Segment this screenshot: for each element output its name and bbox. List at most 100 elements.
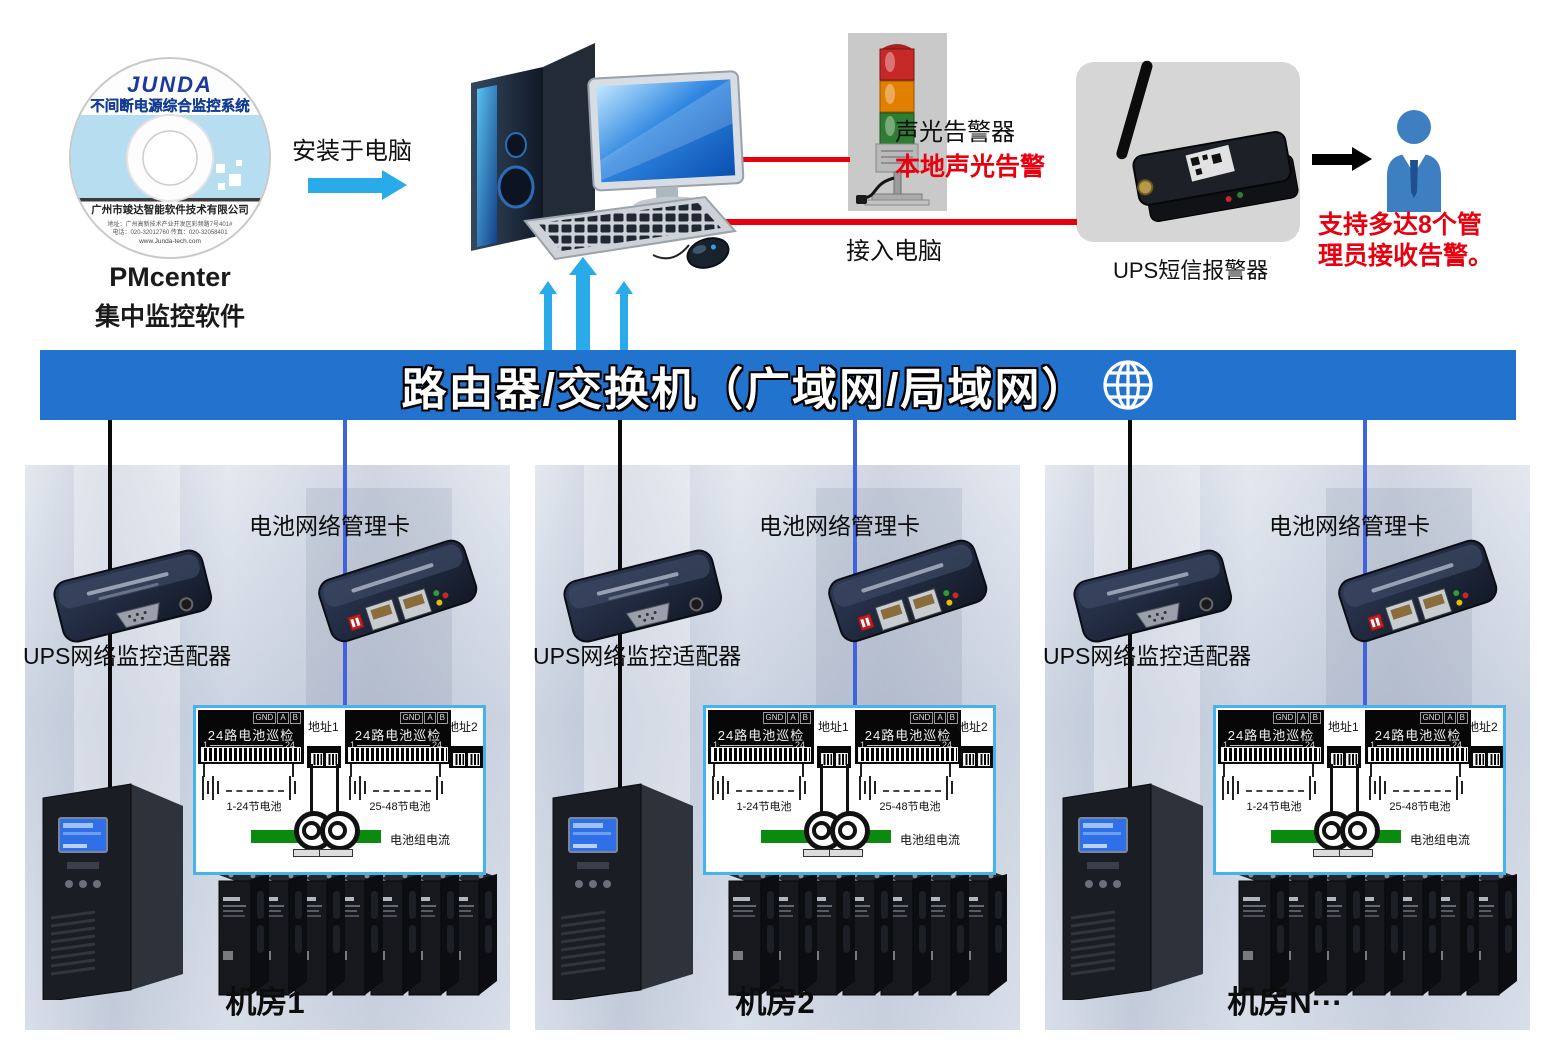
battery-current-label: 电池组电流 [1410,833,1471,847]
adapter-label: UPS网络监控适配器 [23,643,232,669]
current-transformer-icon [320,811,360,851]
local-alarm-label: 本地声光告警 [895,153,1046,181]
adapter-label: UPS网络监控适配器 [1043,643,1252,669]
company-website: www.Junda-tech.com [138,238,201,245]
product-name: PMcenter [109,262,231,292]
address-label-2: 地址2 [447,720,478,734]
ct-wire [1356,764,1359,816]
terminal-strip [201,747,301,762]
b-terminal: B [1456,712,1468,724]
battery-symbol [866,776,878,800]
room-label: 机房2 [735,985,815,1020]
terminal-strip [348,747,448,762]
ups-tower [42,783,183,1000]
bus-terminal-block [307,746,341,768]
product-description: 集中监控软件 [94,303,245,331]
battery-symbol [856,776,868,800]
gnd-terminal: GND [252,712,277,724]
alert-arrow-icon [1312,147,1372,171]
machine-room-panel: UPS网络监控适配器 电池网络管理卡 [533,420,1020,1030]
battery-symbol [1306,776,1318,800]
bus-terminal-block [1327,746,1361,768]
ups-tower [1062,783,1203,1000]
machine-rooms: UPS网络监控适配器 电池网络管理卡 [0,420,1558,1033]
a-terminal: A [934,712,946,724]
admin-note-line1: 支持多达8个管 [1318,211,1482,239]
banner-title: 路由器/交换机（广域网/局域网） [401,363,1089,415]
unit-title: 24路电池巡检 [207,728,295,743]
battery-current-label: 电池组电流 [900,833,961,847]
company-address: 地址：广州高新技术产业开发区彩频路7号401# [108,220,233,228]
address-label-2: 地址2 [1467,720,1498,734]
sms-alarm-device [1116,60,1299,222]
battery-network-card [318,539,478,643]
admin-note-line2: 理员接收告警。 [1318,242,1494,271]
battery-symbol [346,776,358,800]
gnd-terminal: GND [1419,712,1444,724]
ct-wire [310,764,313,816]
battery-symbol [356,776,368,800]
battery-range-label-1: 1-24节电池 [226,801,282,813]
unit-title: 24路电池巡检 [1374,728,1462,743]
ct-wire [820,764,823,816]
desktop-computer [471,43,745,269]
current-transformer-icon [1340,811,1380,851]
ups-network-adapter [563,549,723,643]
machine-room-panel: UPS网络监控适配器 电池网络管理卡 [23,420,510,1030]
bus-terminal-block [1469,746,1503,768]
junda-logo: JUNDA [127,72,213,97]
software-caption: PMcenter 集中监控软件 [62,262,278,333]
battery-current-label: 电池组电流 [390,833,451,847]
terminal-strip [1368,747,1468,762]
battery-symbol [1366,776,1378,800]
router-switch-banner: 路由器/交换机（广域网/局域网） [40,350,1516,420]
ct-stand [319,849,353,857]
b-terminal: B [1309,712,1321,724]
unit-title: 24路电池巡检 [1227,728,1315,743]
alarm-device-label: 声光告警器 [895,119,1015,146]
battery-symbol [199,776,211,800]
admin-note: 支持多达8个管 理员接收告警。 [1318,210,1530,273]
disc-title: 不间断电源综合监控系统 [90,97,250,115]
administrator-icon [1387,110,1441,212]
gnd-terminal: GND [399,712,424,724]
ct-wire [336,764,339,816]
battery-symbol [286,776,298,800]
battery-symbol [1229,776,1241,800]
battery-symbol [209,776,221,800]
sms-device-label: UPS短信报警器 [1113,258,1269,283]
battery-network-card [1338,539,1498,643]
gnd-terminal: GND [1272,712,1297,724]
battery-chain-dashes [1246,790,1304,792]
a-terminal: A [277,712,289,724]
terminal-strip [711,747,811,762]
battery-chain-dashes [736,790,794,792]
software-cd-disc: JUNDA 不间断电源综合监控系统 广州市竣达智能软件技术有限公司 地址：广州高… [69,57,271,259]
battery-range-label-2: 25-48节电池 [369,801,431,813]
battery-symbol [1453,776,1465,800]
a-terminal: A [1444,712,1456,724]
uplink-arrow-icon [539,281,557,350]
bus-terminal-block [817,746,851,768]
battery-range-label-1: 1-24节电池 [1246,801,1302,813]
room-label: 机房N··· [1227,985,1343,1020]
terminal-strip [1221,747,1321,762]
battery-symbol [1376,776,1388,800]
battery-range-label-2: 25-48节电池 [879,801,941,813]
company-name: 广州市竣达智能软件技术有限公司 [91,203,249,216]
battery-range-label-2: 25-48节电池 [1389,801,1451,813]
battery-card-label: 电池网络管理卡 [249,513,410,539]
b-terminal: B [289,712,301,724]
